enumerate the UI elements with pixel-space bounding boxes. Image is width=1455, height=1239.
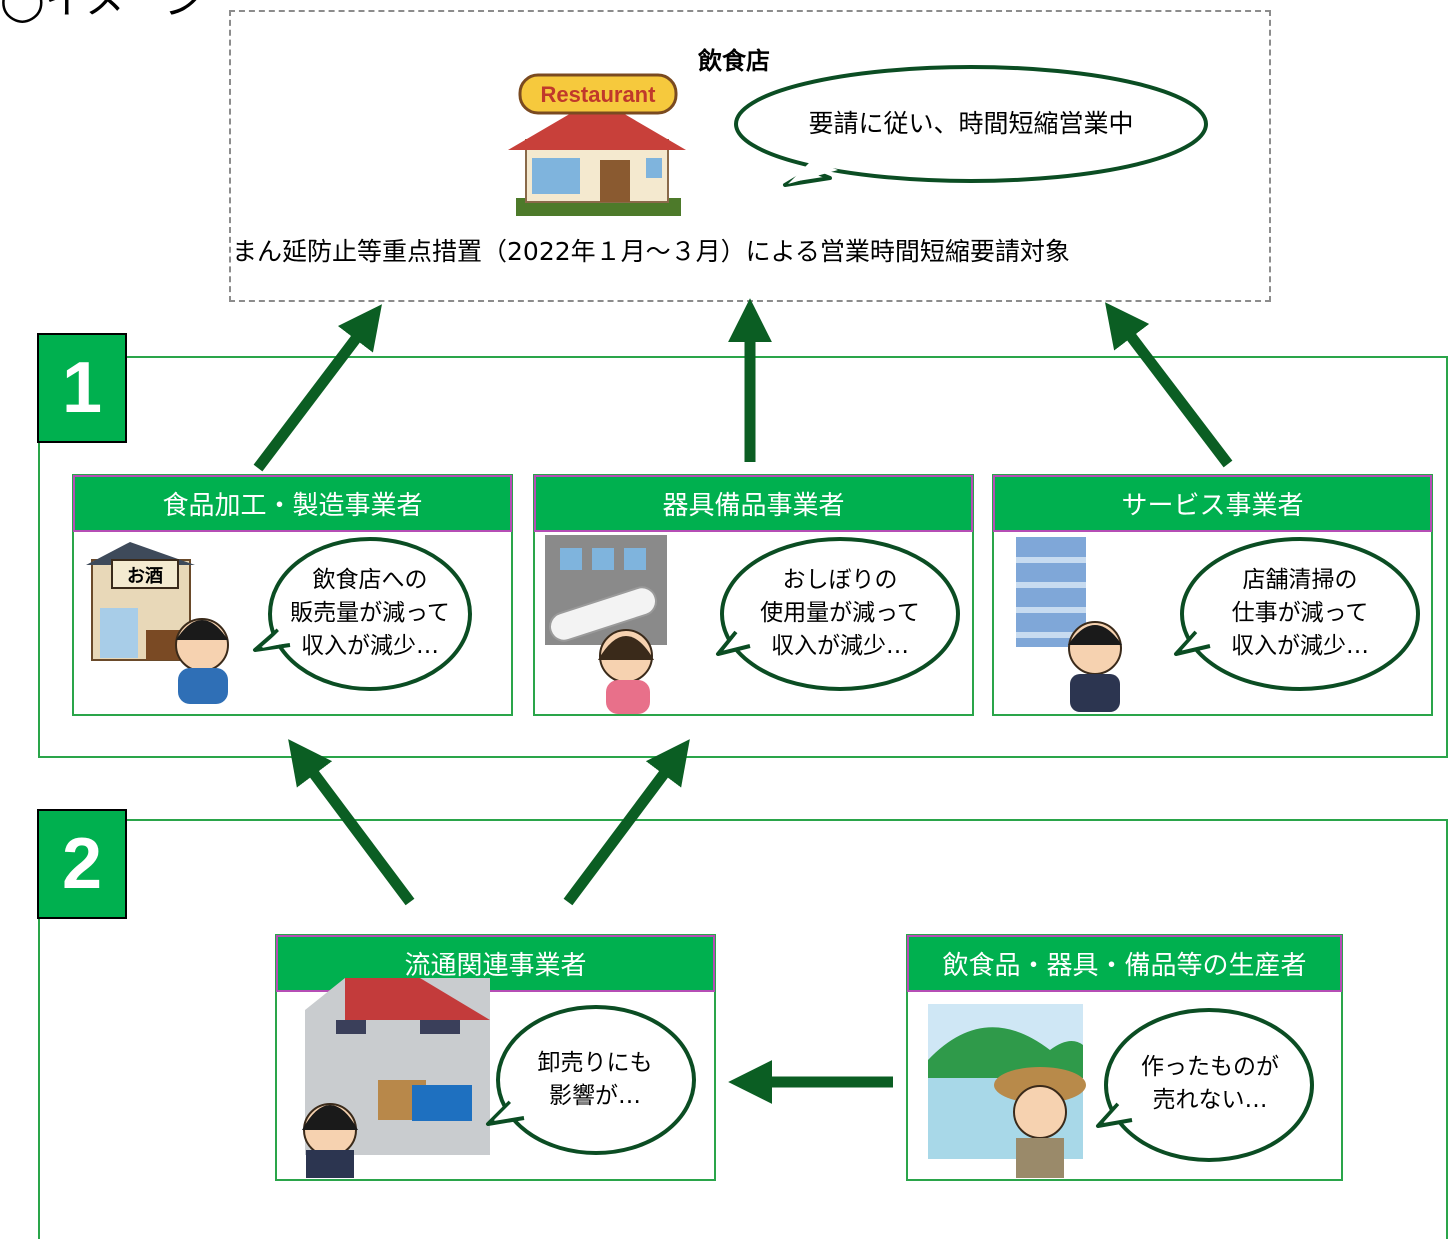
page-heading: ◯イメージ (0, 0, 204, 23)
liquor-shop-icon: お酒 (86, 542, 229, 704)
arrow-food-to-restaurant (253, 304, 382, 472)
service-speech-bubble (1174, 537, 1420, 691)
towel-worker-icon (545, 535, 667, 714)
group-1-frame (38, 356, 1448, 758)
restaurant-speech-bubble: 要請に従い、時間短縮営業中 (734, 65, 1208, 187)
office-worker-icon (1016, 537, 1122, 712)
restaurant-icon: Restaurant (508, 73, 686, 216)
restaurant-sign-text: Restaurant (541, 82, 657, 107)
warehouse-worker-icon (302, 978, 490, 1178)
group-2-frame (38, 819, 1448, 1239)
distribution-speech-bubble (486, 1005, 696, 1155)
card-service-title: サービス事業者 (993, 475, 1432, 532)
farmer-icon (928, 1004, 1086, 1178)
group-1-number: 1 (37, 333, 127, 443)
target-caption: まん延防止等重点措置（2022年１月～３月）による営業時間短縮要請対象 (232, 237, 1070, 266)
restaurant-speech-text: 要請に従い、時間短縮営業中 (808, 109, 1133, 138)
distribution-speech-text: 卸売りにも影響が… (537, 1050, 653, 1109)
liquor-shop-sign-text: お酒 (127, 565, 163, 587)
group-2-number: 2 (37, 809, 127, 919)
card-producer-title: 飲食品・器具・備品等の生産者 (907, 935, 1342, 992)
producer-speech-text: 作ったものが売れない… (1141, 1054, 1279, 1113)
arrow-distribution-to-equipment (563, 739, 690, 906)
producer-speech-bubble (1096, 1008, 1314, 1162)
arrow-service-to-restaurant (1105, 302, 1233, 468)
food-speech-bubble (253, 537, 472, 691)
food-speech-text: 飲食店への販売量が減って収入が減少… (290, 567, 450, 659)
target-title: 飲食店 (698, 47, 770, 75)
equipment-speech-bubble (716, 537, 960, 691)
diagram-graphics: Restaurant 要請に従い、時間短縮営業中 お酒 (86, 65, 1420, 1178)
arrow-distribution-to-food (288, 739, 415, 906)
card-food-manufacturer-title: 食品加工・製造事業者 (73, 475, 512, 532)
equipment-speech-text: おしぼりの使用量が減って収入が減少… (760, 567, 920, 659)
card-equipment-title: 器具備品事業者 (534, 475, 973, 532)
service-speech-text: 店舗清掃の仕事が減って収入が減少… (1231, 567, 1369, 659)
